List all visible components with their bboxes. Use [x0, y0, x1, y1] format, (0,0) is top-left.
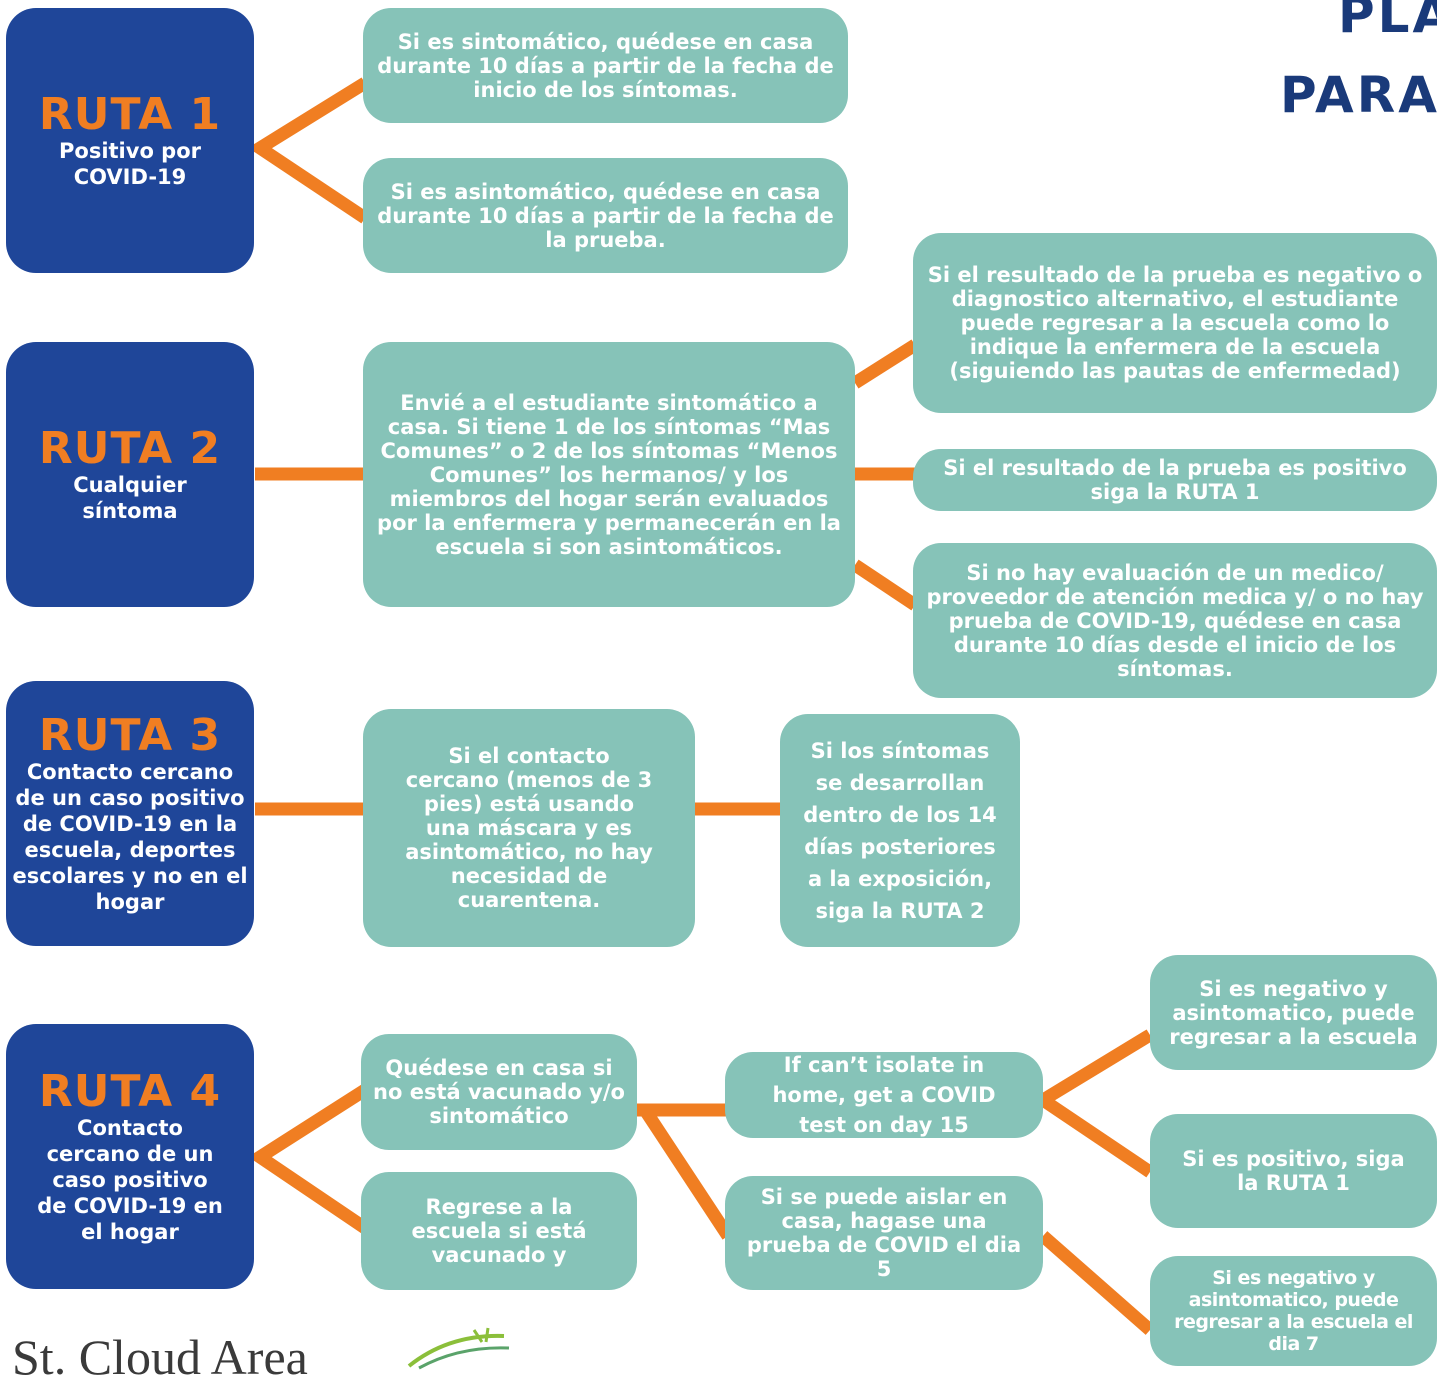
route-2-label: RUTA 2 — [38, 422, 222, 474]
r4-stayhome-box: Quédese en casa si no está vacunado y/o … — [361, 1034, 637, 1150]
logo-text: St. Cloud Area — [12, 1329, 308, 1385]
r1-symptomatic-box: Si es sintomático, quédese en casa duran… — [363, 8, 848, 123]
r4-positive-box: Si es positivo, siga la RUTA 1 — [1150, 1114, 1437, 1228]
route-4-label: RUTA 4 — [38, 1065, 222, 1117]
connector-r1-symptomatic — [247, 77, 369, 224]
connector-r4-canisolate — [639, 1106, 734, 1240]
r4-negative-day7-box: Si es negativo y asintomatico, puede reg… — [1150, 1256, 1437, 1366]
r2-positive-box: Si el resultado de la prueba es positivo… — [913, 449, 1437, 511]
connector-r4-day7 — [1038, 1231, 1155, 1335]
r1-asymptomatic-box: Si es asintomático, quédese en casa dura… — [363, 158, 848, 273]
route-1-description: Positivo por COVID-19 — [59, 138, 201, 189]
route-3-box: RUTA 3 Contacto cercano de un caso posit… — [6, 681, 254, 946]
route-2-box: RUTA 2 Cualquier síntoma — [6, 342, 254, 607]
r3-symptoms-box: Si los síntomas se desarrollan dentro de… — [780, 714, 1020, 947]
r4-negative-return-box: Si es negativo y asintomatico, puede reg… — [1150, 955, 1437, 1070]
connector-r4-negative — [1039, 1029, 1154, 1106]
route-4-box: RUTA 4 Contacto cercano de un caso posit… — [6, 1024, 254, 1289]
r4-canisolate-box: Si se puede aislar en casa, hagase una p… — [725, 1176, 1043, 1290]
page-title-line1: PLA — [1338, 0, 1437, 44]
r4-return-box: Regrese a la escuela si está vacunado y — [361, 1172, 637, 1290]
page-title-line2: PARA — [1280, 66, 1437, 124]
route-2-description: Cualquier síntoma — [73, 472, 187, 523]
r3-contact-box: Si el contacto cercano (menos de 3 pies)… — [363, 709, 695, 947]
connector-r2-noeval — [851, 559, 919, 611]
connector-r4-positive — [1039, 1094, 1154, 1178]
connector-r2-negative — [851, 339, 919, 389]
route-3-description: Contacto cercano de un caso positivo de … — [12, 759, 248, 914]
r2-noeval-box: Si no hay evaluación de un medico/ prove… — [913, 543, 1437, 698]
route-1-label: RUTA 1 — [38, 88, 222, 140]
route-4-description: Contacto cercano de un caso positivo de … — [37, 1115, 223, 1244]
r2-main-box: Envié a el estudiante sintomático a casa… — [363, 342, 855, 607]
leaf-icon — [407, 1327, 510, 1370]
route-1-box: RUTA 1 Positivo por COVID-19 — [6, 8, 254, 273]
r2-negative-box: Si el resultado de la prueba es negativo… — [913, 233, 1437, 413]
connector-r4-split — [248, 1084, 369, 1234]
st-cloud-logo: St. Cloud Area — [12, 1327, 510, 1386]
r4-cantisolate-box: If can’t isolate in home, get a COVID te… — [725, 1052, 1043, 1138]
route-3-label: RUTA 3 — [38, 709, 222, 761]
